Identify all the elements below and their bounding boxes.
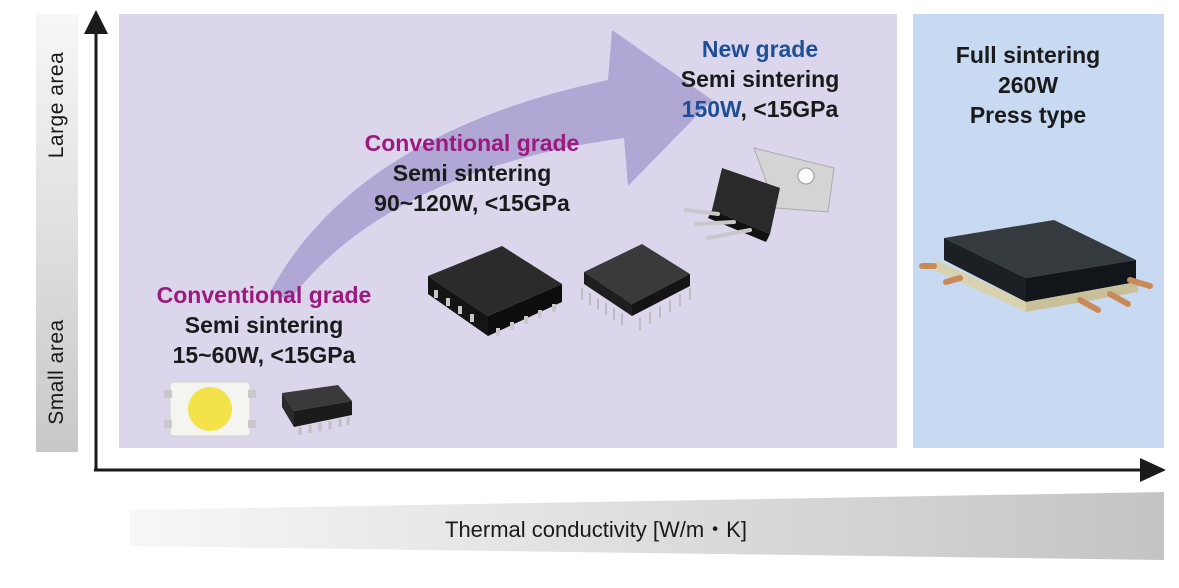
power-value: 150W: [681, 96, 741, 122]
x-axis-arrowhead: [1140, 458, 1166, 482]
conventional-grade-mid-block: Conventional grade Semi sintering 90~120…: [365, 128, 580, 218]
power-spec: 15~60W, <15GPa: [172, 342, 356, 368]
y-axis-label-small-area: Small area: [45, 319, 68, 425]
grade-title: Conventional grade: [364, 130, 580, 156]
sintering-method: Semi sintering: [680, 66, 840, 92]
grade-title: Conventional grade: [156, 282, 372, 308]
press-module-icon: [919, 220, 1153, 313]
progression-arrow: [270, 30, 712, 300]
sintering-method: Full sintering: [955, 42, 1101, 68]
new-grade-block: New grade Semi sintering 150W, <15GPa: [681, 34, 839, 124]
grade-title: New grade: [701, 36, 819, 62]
y-axis-label-large-area: Large area: [45, 51, 68, 159]
sintering-method: Semi sintering: [184, 312, 344, 338]
power-spec: 150W, <15GPa: [681, 94, 839, 124]
to220-transistor-icon: [684, 147, 835, 242]
led-chip-icon: [164, 381, 256, 437]
sintering-method: Semi sintering: [392, 160, 552, 186]
full-sintering-block: Full sintering 260W Press type: [956, 40, 1100, 130]
x-gradient-bar: [130, 492, 1164, 560]
pressure-value: , <15GPa: [740, 96, 839, 122]
y-gradient-bar: [36, 14, 78, 452]
power-spec: 90~120W, <15GPa: [374, 190, 570, 216]
y-axis-arrowhead: [84, 10, 108, 34]
qfp-chip-icon: [581, 244, 691, 330]
conventional-grade-low-block: Conventional grade Semi sintering 15~60W…: [157, 280, 372, 370]
soic-chip-icon: [282, 385, 352, 435]
x-axis-label: Thermal conductivity [W/m・K]: [445, 517, 747, 542]
power-value: 260W: [997, 72, 1059, 98]
press-type: Press type: [969, 102, 1087, 128]
qfn-chip-icon: [428, 246, 562, 336]
